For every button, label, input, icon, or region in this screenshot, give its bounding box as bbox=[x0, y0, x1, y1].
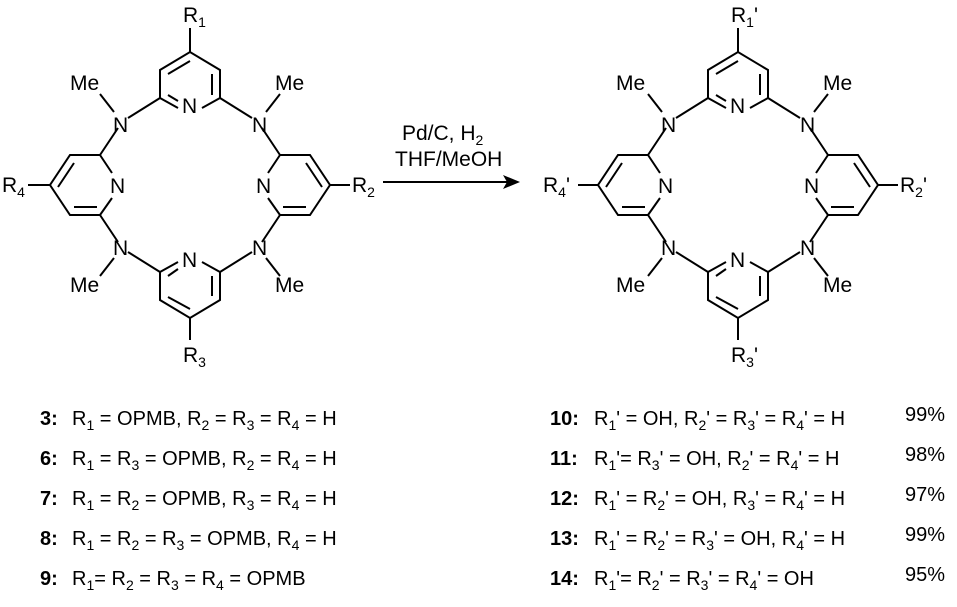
product-pyridine-n-top: N bbox=[730, 95, 745, 118]
reactant-compound-row: 8: R1 = R2 = R3 = OPMB, R4 = H bbox=[40, 528, 337, 553]
pyridine-n-right: N bbox=[256, 175, 271, 198]
product-amine-n-tr: N bbox=[800, 114, 815, 137]
amine-n-tl: N bbox=[113, 114, 128, 137]
amine-n-br: N bbox=[252, 237, 267, 260]
substituent-definition: R1 = R2 = OPMB, R3 = R4 = H bbox=[72, 488, 337, 513]
methyl-bl: Me bbox=[70, 274, 99, 297]
product-amine-n-br: N bbox=[800, 237, 815, 260]
product-compound-row: 14: R1'= R2' = R3' = R4' = OH 95% bbox=[550, 564, 945, 593]
substituent-definition: R1' = R2' = OH, R3' = R4' = H bbox=[594, 488, 845, 513]
reaction-arrow bbox=[383, 175, 520, 189]
substituent-definition: R1'= R3' = OH, R2' = R4' = H bbox=[594, 448, 839, 473]
substituent-definition: R1'= R2' = R3' = R4' = OH bbox=[594, 568, 814, 593]
product-compound-row: 11: R1'= R3' = OH, R2' = R4' = H 98% bbox=[550, 444, 945, 473]
substituent-r1: R1 bbox=[183, 4, 206, 30]
yield-percent: 98% bbox=[905, 444, 945, 466]
pyridine-n-left: N bbox=[110, 175, 125, 198]
product-pyridine-n-right: N bbox=[804, 175, 819, 198]
reactant-compound-row: 7: R1 = R2 = OPMB, R3 = R4 = H bbox=[40, 488, 337, 513]
product-pyridine-n-left: N bbox=[658, 175, 673, 198]
substituent-r4: R4 bbox=[2, 174, 25, 200]
reactant-atom-labels: N N N N N N N N Me Me Me Me R1 R2 R3 R4 bbox=[2, 4, 375, 370]
substituent-definition: R1 = OPMB, R2 = R3 = R4 = H bbox=[72, 408, 337, 433]
substituent-r2: R2 bbox=[352, 174, 375, 200]
reactant-compound-row: 9: R1= R2 = R3 = R4 = OPMB bbox=[40, 568, 306, 593]
product-pyridine-n-bottom: N bbox=[730, 249, 745, 272]
product-macrocycle-structure bbox=[578, 28, 898, 340]
product-amine-n-tl: N bbox=[661, 114, 676, 137]
compound-number: 13: bbox=[550, 528, 579, 550]
substituent-r3: R3 bbox=[183, 344, 206, 370]
substituent-definition: R1' = R2' = R3' = OH, R4' = H bbox=[594, 528, 845, 553]
methyl-tl: Me bbox=[70, 72, 99, 95]
yield-percent: 97% bbox=[905, 484, 945, 506]
product-compound-list: 10: R1' = OH, R2' = R3' = R4' = H 99% 11: R1… bbox=[550, 404, 945, 593]
amine-n-tr: N bbox=[252, 114, 267, 137]
product-compound-row: 10: R1' = OH, R2' = R3' = R4' = H 99% bbox=[550, 404, 945, 433]
product-methyl-br: Me bbox=[823, 274, 852, 297]
pyridine-n-bottom: N bbox=[182, 249, 197, 272]
product-methyl-bl: Me bbox=[616, 274, 645, 297]
product-methyl-tl: Me bbox=[616, 72, 645, 95]
product-substituent-r3: R3' bbox=[731, 344, 758, 370]
substituent-definition: R1= R2 = R3 = R4 = OPMB bbox=[72, 568, 306, 593]
methyl-br: Me bbox=[275, 274, 304, 297]
product-atom-labels: N N N N N N N N Me Me Me Me R1' R2' R3' … bbox=[543, 4, 927, 370]
product-substituent-r4: R4' bbox=[543, 174, 570, 200]
amine-n-bl: N bbox=[113, 237, 128, 260]
yield-percent: 99% bbox=[905, 524, 945, 546]
reagent-line-2: THF/MeOH bbox=[395, 148, 502, 171]
product-compound-row: 12: R1' = R2' = OH, R3' = R4' = H 97% bbox=[550, 484, 945, 513]
product-compound-row: 13: R1' = R2' = R3' = OH, R4' = H 99% bbox=[550, 524, 945, 553]
product-methyl-tr: Me bbox=[823, 72, 852, 95]
methyl-tr: Me bbox=[275, 72, 304, 95]
compound-number: 11: bbox=[550, 448, 578, 470]
compound-number: 14: bbox=[550, 568, 579, 590]
compound-number: 10: bbox=[550, 408, 579, 430]
compound-number: 3: bbox=[40, 408, 58, 430]
product-substituent-r2: R2' bbox=[900, 174, 927, 200]
reactant-macrocycle-structure bbox=[28, 28, 350, 340]
reagent-line-1: Pd/C, H2 bbox=[402, 122, 484, 148]
compound-number: 12: bbox=[550, 488, 579, 510]
reactant-compound-row: 3: R1 = OPMB, R2 = R3 = R4 = H bbox=[40, 408, 337, 433]
reactant-compound-row: 6: R1 = R3 = OPMB, R2 = R4 = H bbox=[40, 448, 337, 473]
compound-number: 8: bbox=[40, 528, 58, 550]
product-amine-n-bl: N bbox=[661, 237, 676, 260]
reactant-compound-list: 3: R1 = OPMB, R2 = R3 = R4 = H 6: R1 = R3 =… bbox=[40, 408, 337, 593]
product-substituent-r1: R1' bbox=[731, 4, 758, 30]
yield-percent: 99% bbox=[905, 404, 945, 426]
compound-number: 7: bbox=[40, 488, 58, 510]
pyridine-n-top: N bbox=[182, 95, 197, 118]
compound-number: 6: bbox=[40, 448, 58, 470]
yield-percent: 95% bbox=[905, 564, 945, 586]
compound-number: 9: bbox=[40, 568, 58, 590]
substituent-definition: R1 = R3 = OPMB, R2 = R4 = H bbox=[72, 448, 337, 473]
substituent-definition: R1 = R2 = R3 = OPMB, R4 = H bbox=[72, 528, 337, 553]
substituent-definition: R1' = OH, R2' = R3' = R4' = H bbox=[594, 408, 845, 433]
